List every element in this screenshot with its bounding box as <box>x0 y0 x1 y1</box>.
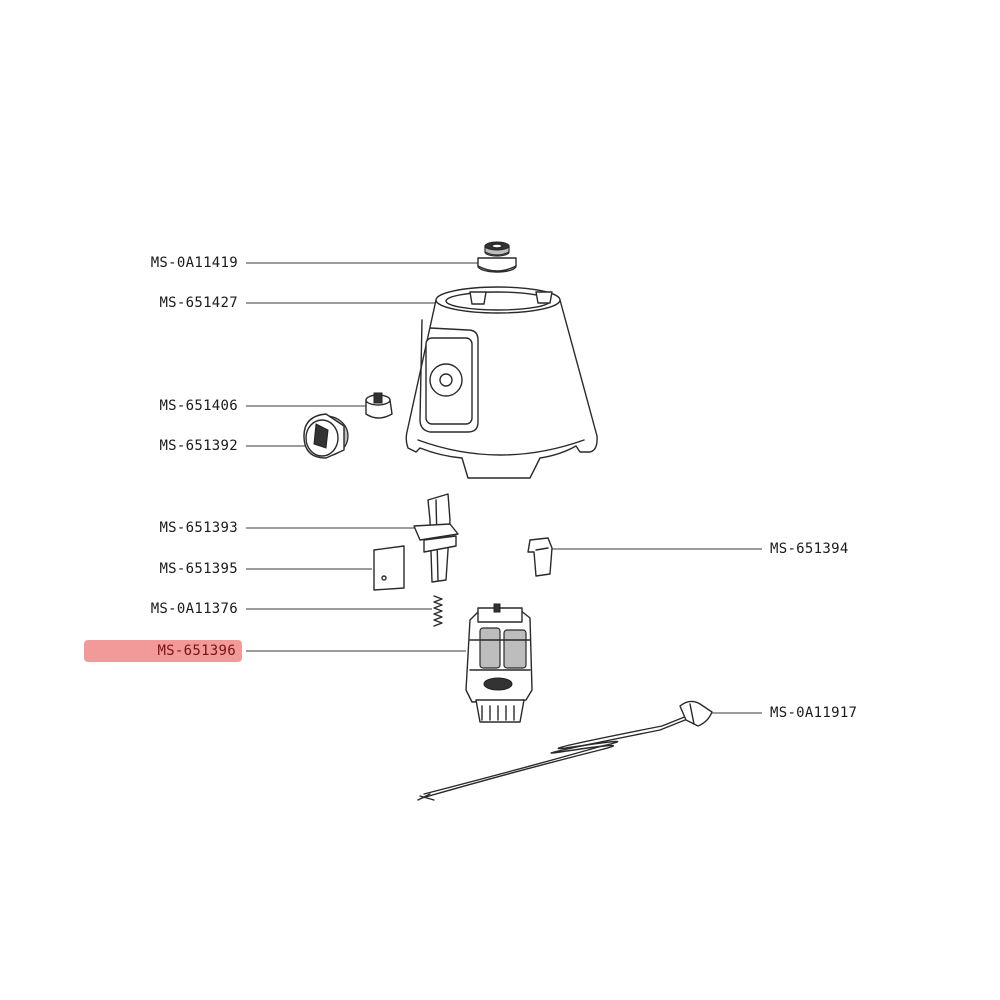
base-housing-part <box>405 286 598 479</box>
label-motor-highlighted[interactable]: MS-651396 <box>84 640 242 662</box>
coupling-part <box>477 241 517 273</box>
label-knob[interactable]: MS-651392 <box>159 438 238 454</box>
spring-part <box>433 595 443 627</box>
shaft-holder-part <box>413 493 459 583</box>
label-switch[interactable]: MS-651406 <box>159 398 238 414</box>
label-coupling[interactable]: MS-0A11419 <box>150 255 238 271</box>
knob-part <box>303 413 349 459</box>
power-cord-part <box>417 700 713 801</box>
label-spring[interactable]: MS-0A11376 <box>150 601 238 617</box>
clip-part <box>527 537 553 577</box>
label-base-housing[interactable]: MS-651427 <box>159 295 238 311</box>
plate-part <box>373 545 405 591</box>
label-plate[interactable]: MS-651395 <box>159 561 238 577</box>
label-shaft-holder[interactable]: MS-651393 <box>159 520 238 536</box>
leader-lines <box>246 262 762 714</box>
motor-part <box>465 603 533 723</box>
label-power-cord[interactable]: MS-0A11917 <box>770 705 858 721</box>
switch-part <box>365 392 393 419</box>
label-clip[interactable]: MS-651394 <box>770 541 849 557</box>
